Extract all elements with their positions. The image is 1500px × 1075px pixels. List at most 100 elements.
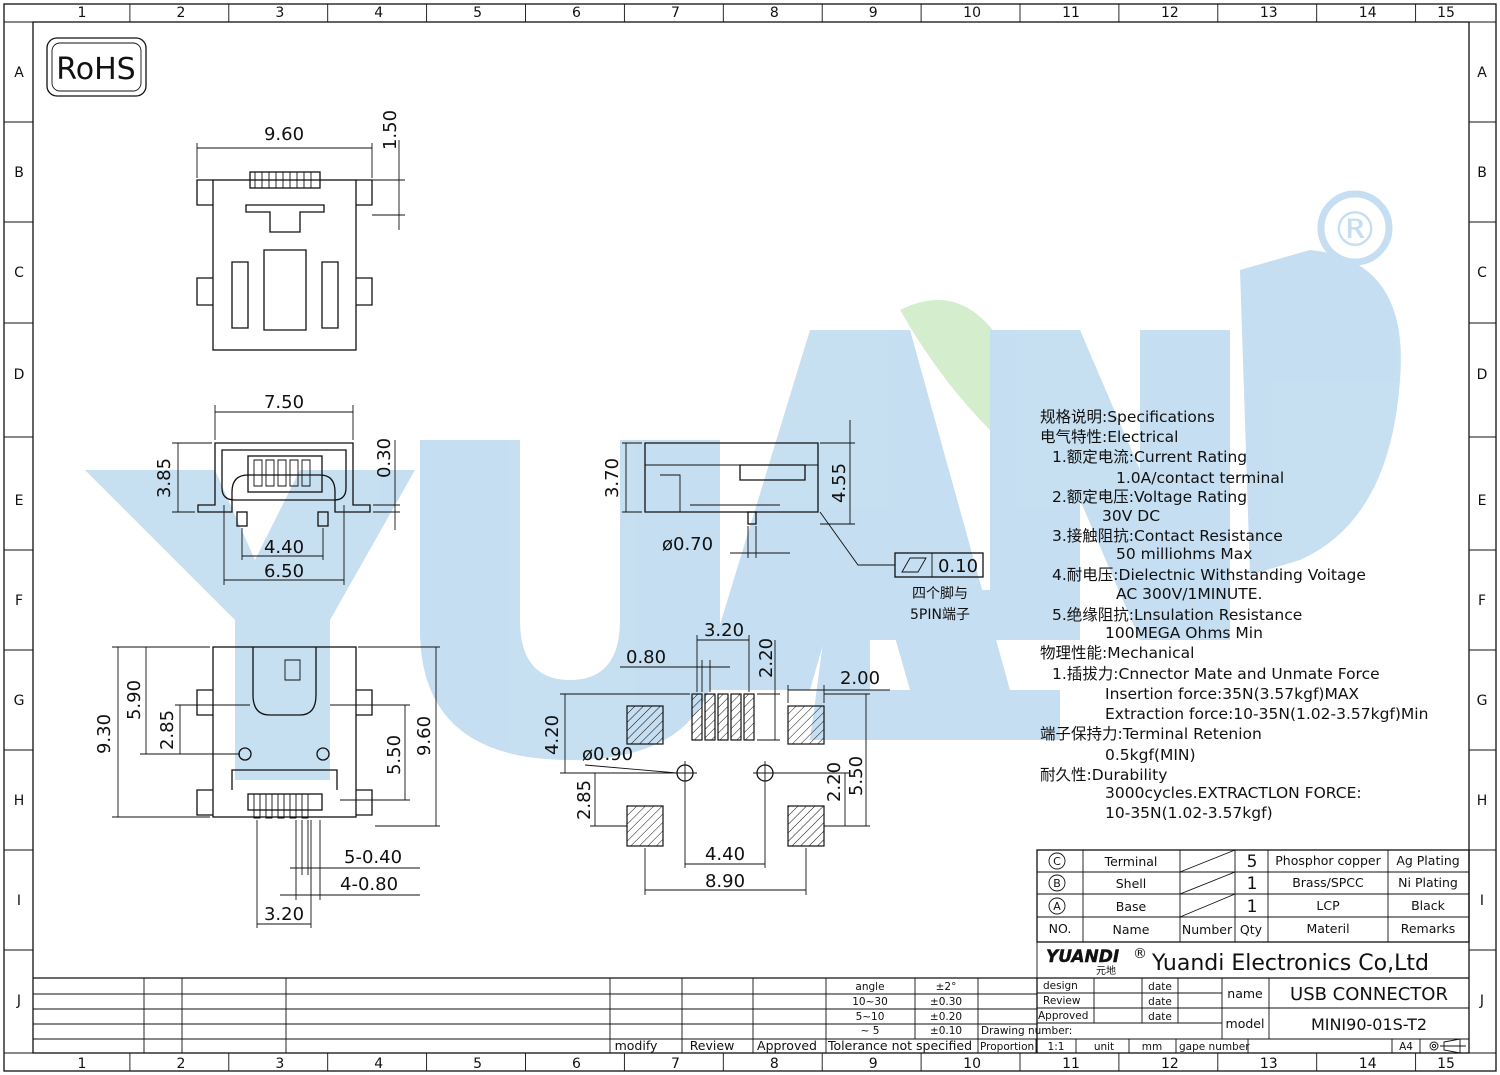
bom-row-no: B — [1053, 877, 1061, 890]
label-approved: Approved — [1038, 1010, 1088, 1022]
tol-angle-label: angle — [855, 981, 884, 993]
tol-range: 10~30 — [852, 996, 888, 1008]
dim-front-outer: 6.50 — [264, 561, 304, 582]
bom-row-qty: 1 — [1247, 874, 1258, 894]
company-logo: YUANDI — [1046, 947, 1119, 967]
label-mm: mm — [1142, 1041, 1162, 1053]
tol-angle-value: ±2° — [936, 981, 957, 993]
row-label-right: J — [1479, 993, 1484, 1009]
column-label-top: 13 — [1260, 5, 1278, 21]
bom-row-name: Terminal — [1104, 854, 1158, 869]
bom-row-qty: 5 — [1247, 852, 1258, 872]
row-label-right: F — [1478, 593, 1486, 609]
column-label-bottom: 5 — [473, 1056, 482, 1072]
row-label-right: I — [1480, 893, 1484, 909]
dim-side-total: 4.55 — [829, 463, 850, 503]
footer-tolerance-note: Tolerance not specified — [827, 1038, 972, 1053]
spec-line: 50 milliohms Max — [1116, 545, 1252, 563]
dim-fp-total-width: 8.90 — [705, 871, 745, 892]
column-label-bottom: 12 — [1161, 1056, 1179, 1072]
bom-row-material: LCP — [1316, 898, 1340, 913]
flatness-tolerance: 0.10 — [938, 556, 978, 577]
footer-approved: Approved — [757, 1038, 817, 1053]
row-label-right: A — [1477, 65, 1487, 81]
spec-line: 3000cycles.EXTRACTLON FORCE: — [1105, 784, 1362, 802]
rohs-badge: RoHS — [46, 37, 147, 97]
row-label-left: D — [14, 367, 25, 383]
column-label-top: 2 — [176, 5, 185, 21]
row-label-left: A — [14, 65, 24, 81]
column-label-top: 15 — [1437, 5, 1455, 21]
spec-line: 1.插拔力:Cnnector Mate and Unmate Force — [1052, 665, 1380, 683]
column-label-bottom: 10 — [963, 1056, 981, 1072]
dim-fp-total-height: 5.50 — [846, 756, 867, 796]
column-label-top: 3 — [275, 5, 284, 21]
bom-row-no: A — [1053, 900, 1061, 913]
dim-bottom-mid: 2.85 — [157, 710, 178, 750]
dim-side-height: 3.70 — [602, 458, 623, 498]
spec-line: 4.耐电压:Dielectnic Withstanding Voitage — [1052, 566, 1366, 584]
spec-line: 10-35N(1.02-3.57kgf) — [1105, 804, 1273, 822]
row-label-left: C — [14, 265, 24, 281]
side-view: 3.70 4.55 ø0.70 0.10 四个脚与 5PIN端子 — [602, 420, 984, 623]
row-label-left: H — [14, 793, 25, 809]
rohs-label: RoHS — [56, 52, 135, 87]
column-label-bottom: 2 — [176, 1056, 185, 1072]
spec-line: 100MEGA Ohms Min — [1105, 624, 1263, 642]
dim-fp-hole-y2: 2.20 — [824, 762, 845, 802]
company-header: YUANDI ® 元地 Yuandi Electronics Co,Ltd — [1036, 942, 1429, 978]
dim-fp-height: 4.20 — [542, 715, 563, 755]
row-label-right: B — [1477, 165, 1487, 181]
row-label-left: J — [16, 993, 21, 1009]
dim-front-inner: 4.40 — [264, 537, 304, 558]
column-label-top: 1 — [78, 5, 87, 21]
dim-bottom-lower: 5.50 — [384, 735, 405, 775]
label-proportion: Proportion — [980, 1041, 1034, 1053]
model-number: MINI90-01S-T2 — [1311, 1015, 1427, 1034]
company-name: Yuandi Electronics Co,Ltd — [1151, 951, 1429, 976]
tol-value: ±0.30 — [930, 996, 962, 1008]
tol-range: 5~10 — [856, 1011, 885, 1023]
bom-header-name: Name — [1113, 922, 1150, 937]
spec-line: 5.绝缘阻抗:Lnsulation Resistance — [1052, 606, 1302, 624]
tol-value: ±0.20 — [930, 1011, 962, 1023]
column-label-top: 8 — [770, 5, 779, 21]
row-label-right: H — [1477, 793, 1488, 809]
dim-top-height: 1.50 — [380, 110, 401, 150]
title-block: angle ±2° 10~30±0.305~10±0.20~ 5±0.10 Dr… — [33, 977, 1469, 1054]
label-date-1: date — [1148, 981, 1172, 993]
bom-row-material: Phosphor copper — [1275, 853, 1381, 868]
row-label-right: C — [1477, 265, 1487, 281]
tolerance-rows: 10~30±0.305~10±0.20~ 5±0.10 — [852, 996, 962, 1037]
bom-row-remarks: Ag Plating — [1396, 853, 1459, 868]
row-label-right: D — [1477, 367, 1488, 383]
label-scale: 1:1 — [1048, 1041, 1065, 1053]
item-marker-icon — [1048, 852, 1066, 870]
column-label-bottom: 4 — [374, 1056, 383, 1072]
spec-line: 物理性能:Mechanical — [1040, 644, 1194, 662]
spec-line: 规格说明:Specifications — [1040, 408, 1215, 426]
bom-header-material: Materil — [1306, 921, 1349, 936]
column-label-bottom: 7 — [671, 1056, 680, 1072]
spec-line: 耐久性:Durability — [1040, 766, 1167, 784]
spec-line: 2.额定电压:Voltage Rating — [1052, 488, 1247, 506]
dim-fp-span-top: 3.20 — [704, 620, 744, 641]
column-label-top: 5 — [473, 5, 482, 21]
dim-bottom-upper: 5.90 — [124, 680, 145, 720]
projection-symbol-icon — [1429, 1038, 1466, 1054]
dim-fp-pad-width: 0.80 — [626, 647, 666, 668]
dim-front-offset: 0.30 — [374, 438, 395, 478]
column-label-bottom: 13 — [1260, 1056, 1278, 1072]
sheet-border — [3, 3, 1497, 1072]
label-page-number: gape number — [1179, 1041, 1250, 1053]
watermark: ® — [85, 190, 1401, 780]
bottom-view: 9.30 5.90 2.85 5.50 9.60 5-0.40 4-0.80 3… — [94, 646, 440, 928]
bom-header-remarks: Remarks — [1401, 921, 1456, 936]
dim-bottom-total: 9.30 — [94, 714, 115, 754]
front-view: 7.50 3.85 0.30 4.40 6.50 — [154, 392, 400, 585]
row-label-left: E — [15, 493, 24, 509]
product-name: USB CONNECTOR — [1290, 984, 1448, 1005]
footer-modify: modify — [615, 1038, 658, 1053]
dim-bottom-overall: 9.60 — [414, 716, 435, 756]
